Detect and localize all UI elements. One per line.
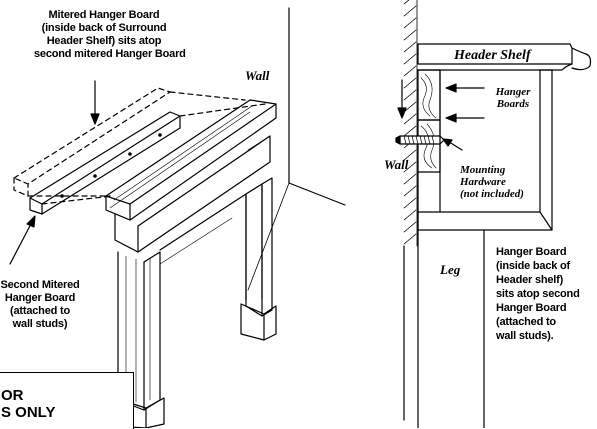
mounting-hardware-label: Mounting Hardware (not included)	[460, 164, 524, 200]
shelf-box	[417, 69, 553, 231]
right-wall-label: Wall	[384, 157, 409, 172]
hanger-boards	[417, 69, 441, 173]
right-callout-label: Hanger Board (inside back of Header shel…	[496, 246, 580, 342]
upper-hanger-board	[13, 87, 246, 197]
surround-frieze	[114, 135, 271, 253]
leg	[417, 229, 485, 428]
mounting-screw	[395, 135, 445, 145]
leg-label: Leg	[440, 262, 461, 277]
second-label-arrow	[9, 215, 36, 265]
mounting-arrow	[442, 138, 463, 151]
upper-hanger-board-label: Mitered Hanger Board (inside back of Sur…	[34, 9, 186, 60]
wall-hatch	[403, 0, 418, 247]
hanger-boards-arrow-2	[445, 113, 485, 123]
lower-hanger-board	[29, 111, 181, 215]
notice-box: OR S ONLY	[0, 372, 134, 429]
second-hanger-board-label: Second Mitered Hanger Board (attached to…	[0, 279, 80, 330]
notice-line-1: OR	[1, 387, 24, 404]
left-mantel-drawing	[9, 7, 346, 428]
top-label-arrow	[90, 80, 100, 125]
right-cross-section	[395, 0, 592, 428]
surround-header-shelf	[105, 99, 277, 221]
surround-right-leg	[240, 177, 277, 341]
hanger-boards-label: Hanger Boards	[495, 86, 531, 110]
alignment-guides	[41, 103, 266, 205]
left-wall-label: Wall	[245, 68, 270, 83]
notice-line-2: S ONLY	[1, 404, 56, 421]
header-shelf-label: Header Shelf	[454, 48, 531, 63]
header-shelf	[417, 43, 592, 71]
down-arrow	[397, 79, 407, 119]
surround-opening	[159, 183, 263, 301]
hanger-boards-arrow	[445, 83, 485, 93]
